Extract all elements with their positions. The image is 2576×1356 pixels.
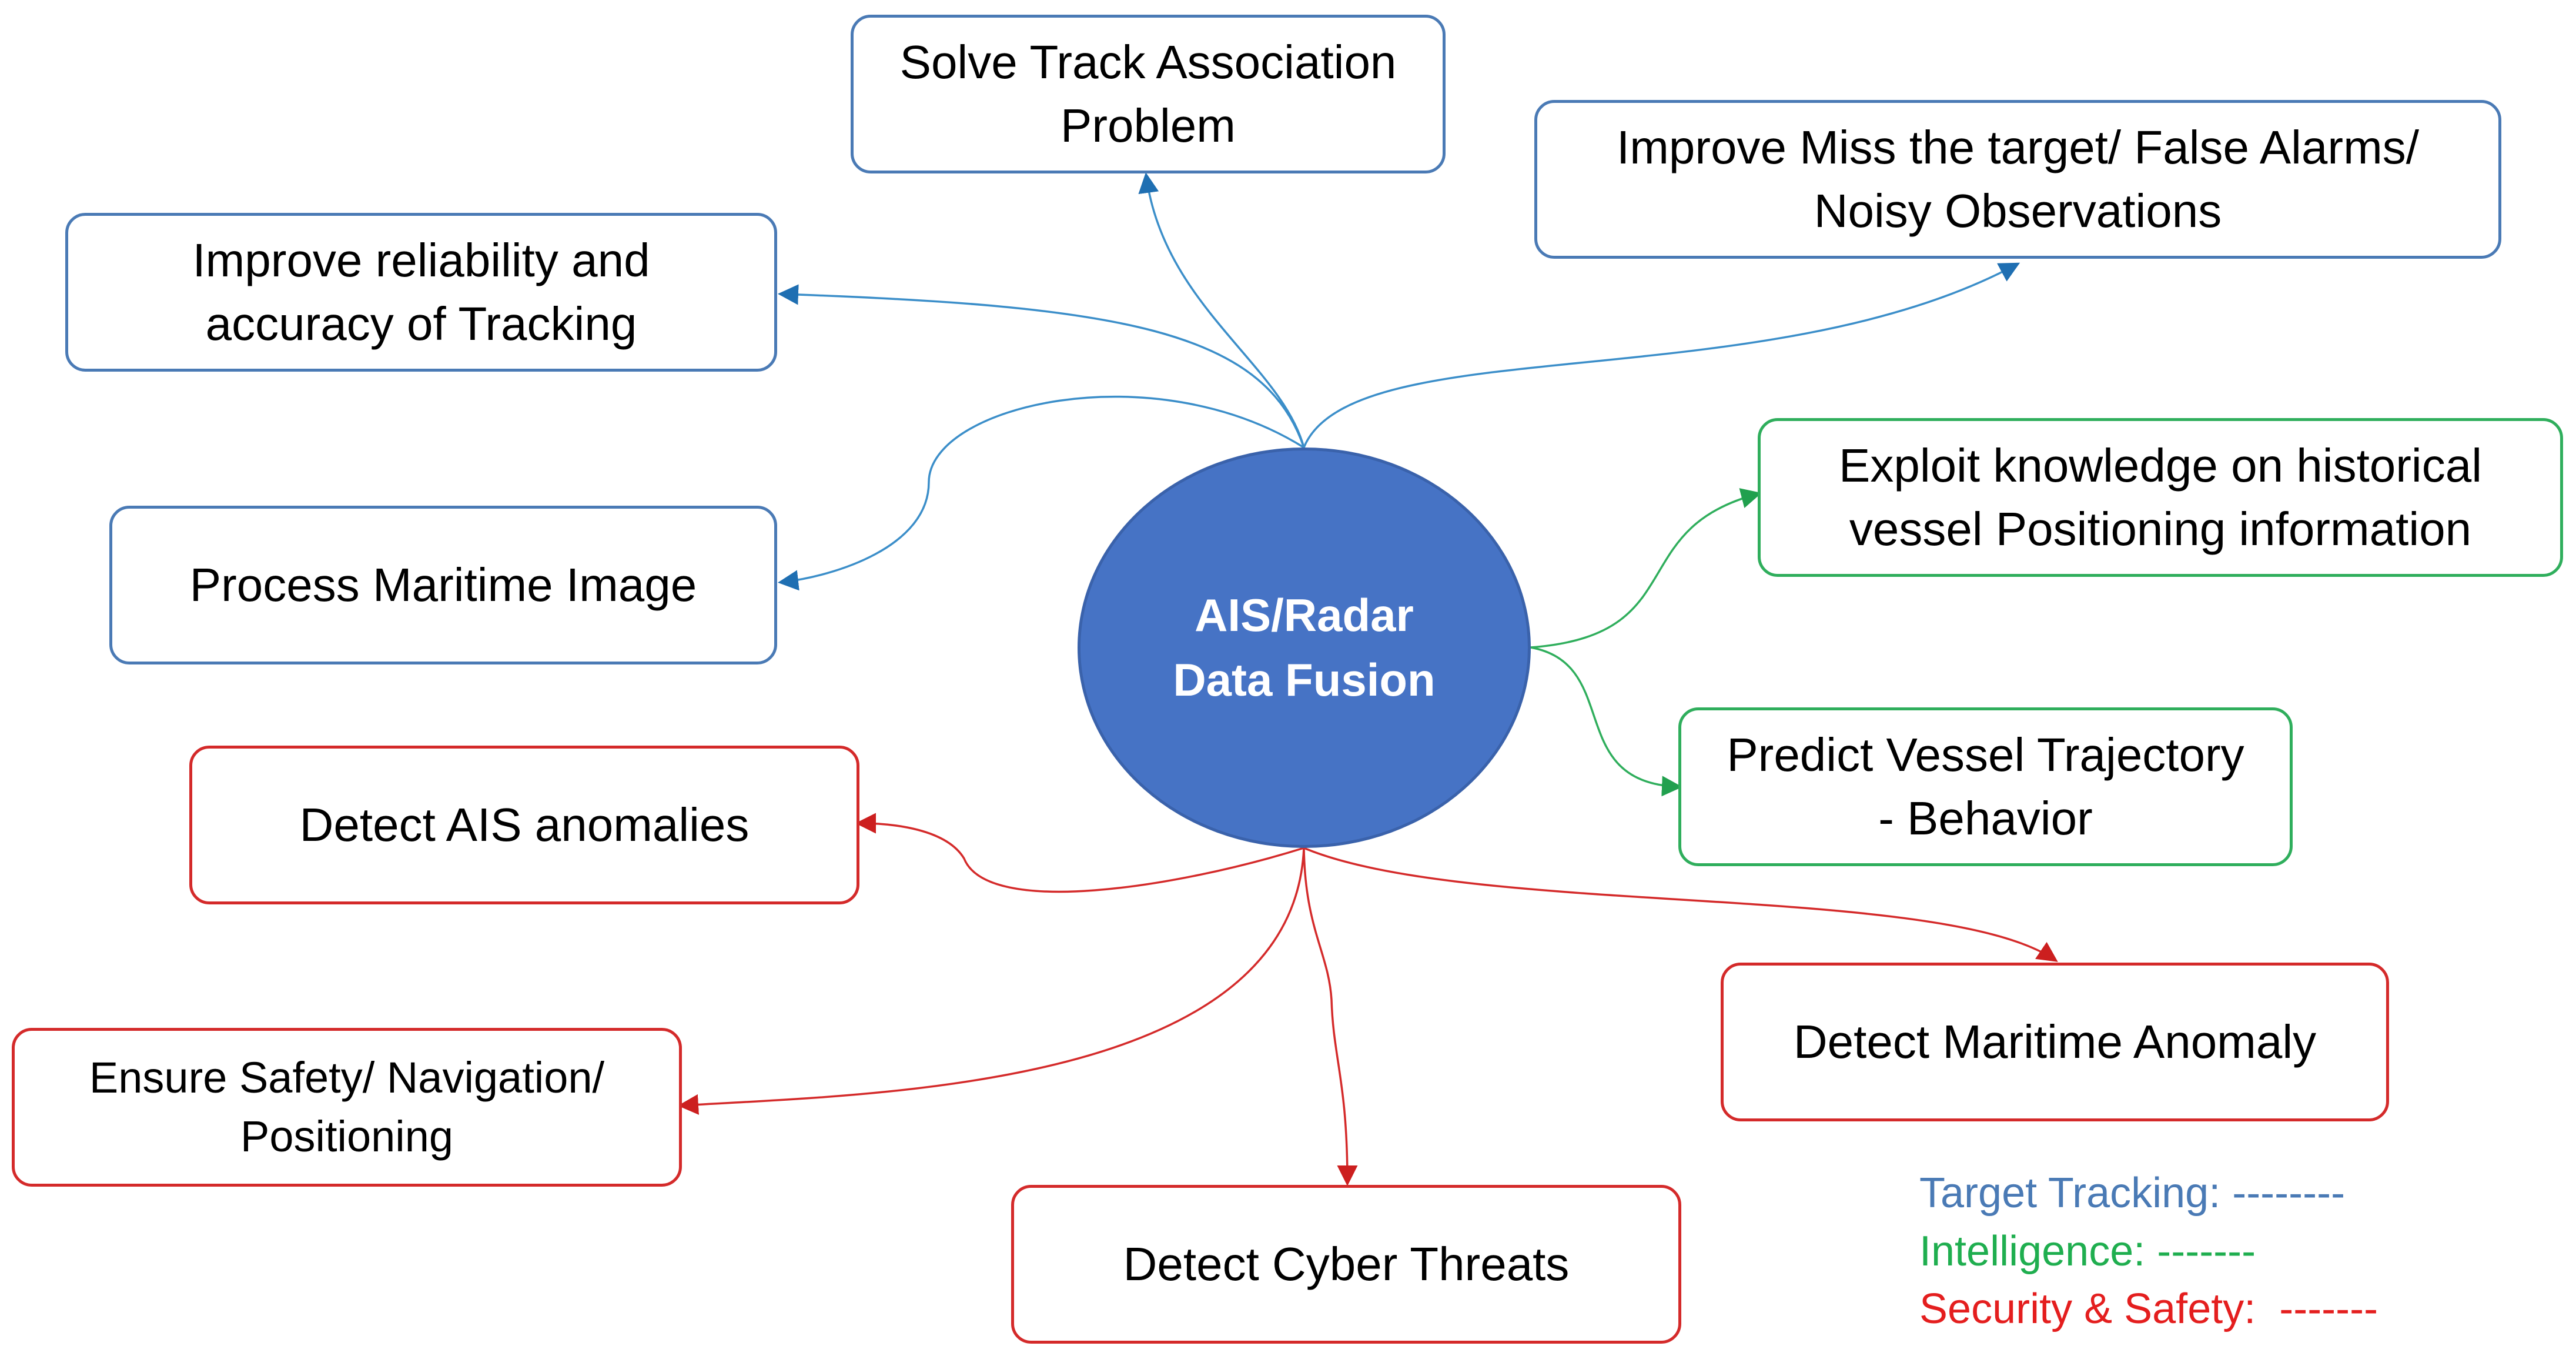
node-process-maritime-image: Process Maritime Image [109, 506, 777, 664]
node-text-line: Predict Vessel Trajectory [1727, 729, 2244, 781]
node-text-line: Process Maritime Image [189, 559, 697, 611]
node-text-line: Improve Miss the target/ False Alarms/ [1617, 121, 2419, 173]
connector-to-improve-miss [1303, 262, 2020, 448]
connector-to-solve-track [1138, 172, 1305, 448]
center-node-ais-radar-fusion: AIS/Radar Data Fusion [1078, 447, 1531, 848]
node-text-line: Positioning [240, 1112, 453, 1161]
node-text-line: Solve Track Association [899, 36, 1397, 88]
connector-to-improve-reliability [778, 284, 1305, 448]
connector-to-detect-maritime [1303, 847, 2058, 962]
node-text-line: vessel Positioning information [1849, 503, 2472, 555]
connector-to-ensure-safety [678, 847, 1305, 1115]
legend-intelligence: Intelligence: ------- [1919, 1227, 2256, 1275]
node-text-line: Improve reliability and [192, 234, 650, 286]
node-text-line: Detect Cyber Threats [1123, 1238, 1570, 1290]
node-text-line: Detect Maritime Anomaly [1793, 1016, 2317, 1068]
node-text-line: Noisy Observations [1814, 185, 2222, 237]
connector-to-predict-trajectory [1530, 646, 1682, 797]
connector-to-process-image [778, 395, 1304, 591]
node-detect-ais-anomalies: Detect AIS anomalies [189, 746, 859, 904]
node-ensure-safety: Ensure Safety/ Navigation/ Positioning [12, 1028, 682, 1187]
legend-target-tracking: Target Tracking: -------- [1919, 1170, 2346, 1217]
node-text-line: Ensure Safety/ Navigation/ [89, 1053, 605, 1103]
node-text-line: Exploit knowledge on historical [1839, 439, 2482, 492]
node-improve-miss-target: Improve Miss the target/ False Alarms/ N… [1534, 100, 2501, 259]
center-text-line: AIS/Radar [1195, 589, 1414, 642]
node-text-line: - Behavior [1878, 792, 2093, 844]
connector-to-exploit-knowledge [1530, 488, 1762, 649]
node-exploit-knowledge: Exploit knowledge on historical vessel P… [1758, 418, 2563, 577]
node-text-line: Problem [1060, 99, 1236, 152]
node-improve-reliability: Improve reliability and accuracy of Trac… [65, 213, 777, 372]
node-predict-vessel-trajectory: Predict Vessel Trajectory - Behavior [1678, 707, 2293, 866]
center-text-line: Data Fusion [1173, 653, 1436, 706]
node-text-line: accuracy of Tracking [205, 298, 637, 350]
node-detect-cyber-threats: Detect Cyber Threats [1011, 1185, 1681, 1344]
legend-security-safety: Security & Safety: ------- [1919, 1285, 2378, 1333]
legend: Target Tracking: -------- Intelligence: … [1919, 1164, 2378, 1338]
connector-to-detect-cyber [1303, 847, 1358, 1186]
connector-to-detect-ais [855, 813, 1304, 893]
node-detect-maritime-anomaly: Detect Maritime Anomaly [1721, 963, 2389, 1121]
node-text-line: Detect AIS anomalies [299, 799, 750, 851]
node-solve-track-association: Solve Track Association Problem [851, 15, 1446, 173]
